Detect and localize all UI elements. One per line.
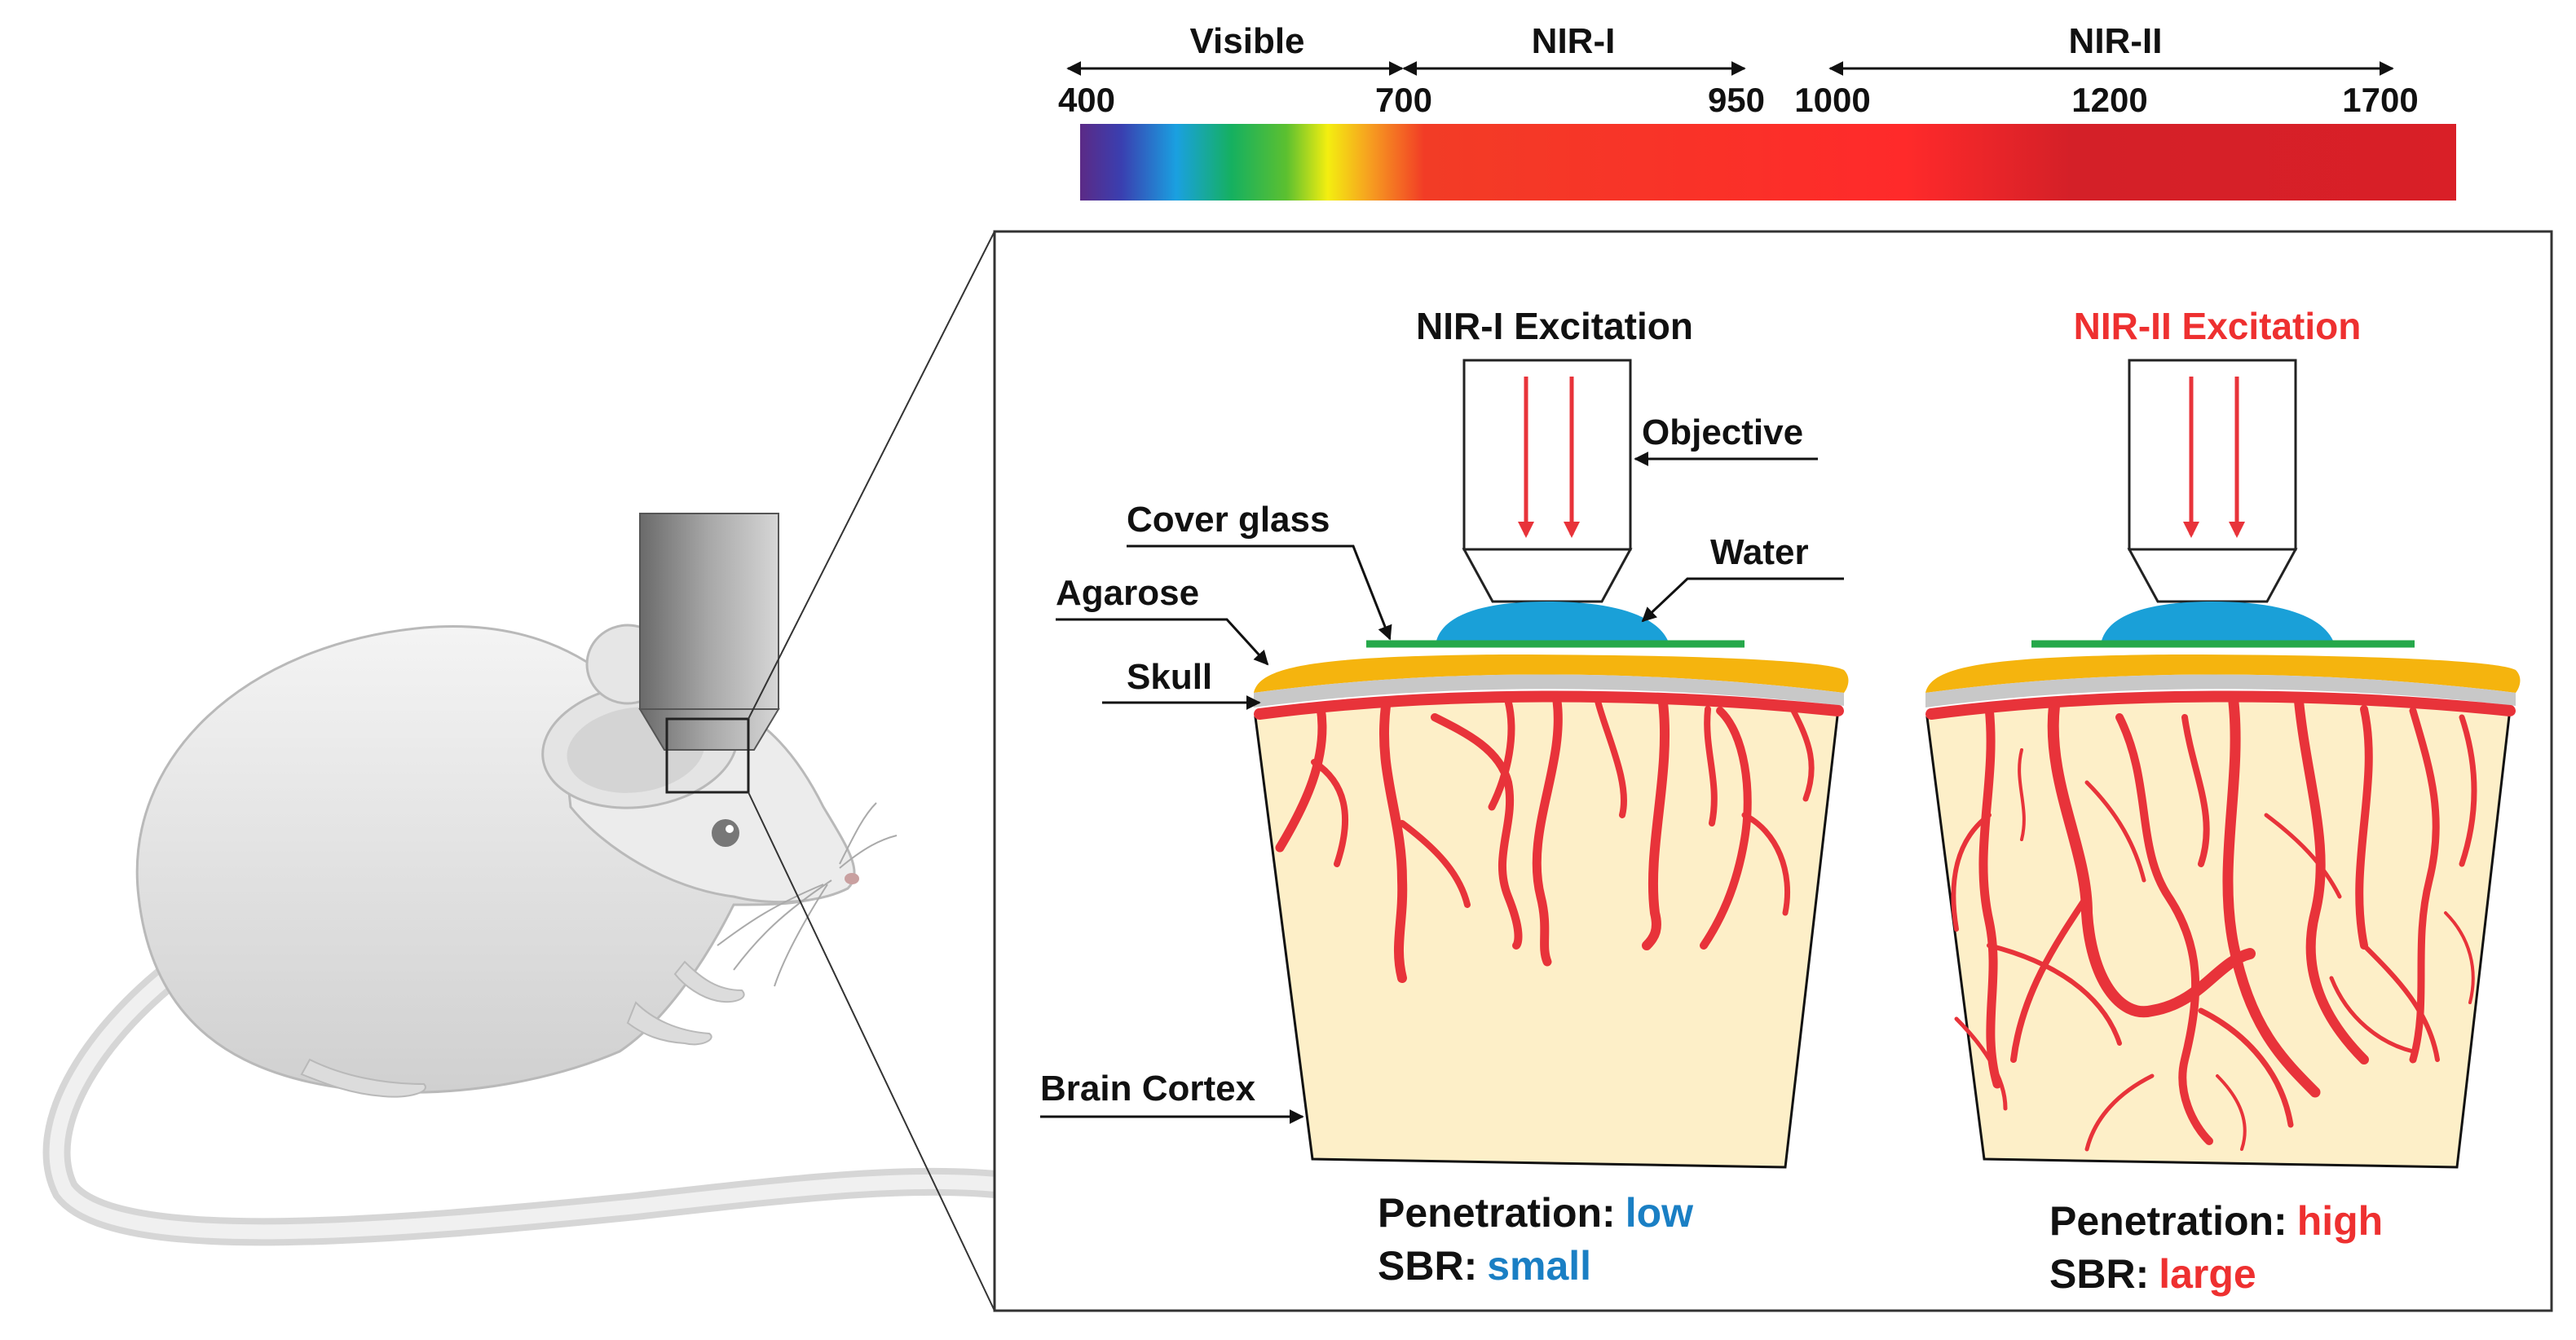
spectrum: Visible NIR-I NIR-II 400 700 950 1000 12… (1058, 21, 2456, 201)
svg-text:SBR:large: SBR:large (2049, 1251, 2256, 1297)
nir2-title: NIR-II Excitation (2074, 305, 2362, 347)
nir1-agarose (1254, 655, 1849, 693)
objective-barrel (639, 513, 779, 710)
nir2-objective (2128, 359, 2297, 551)
svg-text:SBR:small: SBR:small (1378, 1243, 1591, 1289)
callouts: Cover glass Agarose Skull Brain Cortex O… (1040, 412, 1844, 1124)
tick-label-700: 700 (1375, 81, 1432, 119)
nir1-panel: NIR-I Excitation (1254, 305, 1849, 1289)
band-label-nir1: NIR-I (1532, 21, 1616, 61)
svg-text:Penetration:high: Penetration:high (2049, 1198, 2383, 1244)
mouse-whiskers (717, 802, 898, 987)
nir1-penetration-value: low (1625, 1190, 1693, 1236)
label-water: Water (1710, 532, 1809, 572)
label-objective: Objective (1642, 412, 1803, 452)
nir2-agarose (1925, 655, 2521, 693)
nir2-penetration-value: high (2297, 1198, 2384, 1244)
mouse-illustration (42, 624, 1025, 1246)
nir1-water (1436, 602, 1668, 641)
nir2-skull (1925, 674, 2516, 707)
mouse-nose (845, 873, 859, 884)
label-skull: Skull (1127, 657, 1212, 697)
tick-label-1200: 1200 (2071, 81, 2147, 119)
objective-tip (638, 708, 780, 751)
tick-label-1000: 1000 (1794, 81, 1870, 119)
nir1-sbr-label: SBR: (1378, 1243, 1477, 1289)
nir1-objective (1462, 359, 1632, 551)
band-label-nir2: NIR-II (2069, 21, 2163, 61)
arrow-cover-glass (1127, 544, 1392, 641)
nir2-panel: NIR-II Excitation (1925, 305, 2521, 1297)
nir2-vessels (1925, 690, 2516, 1152)
tick-label-950: 950 (1708, 81, 1765, 119)
arrow-water (1641, 577, 1844, 623)
nir1-title: NIR-I Excitation (1416, 305, 1693, 347)
mouse-eye (712, 819, 739, 847)
mouse-objective (638, 513, 780, 794)
nir1-vessels (1254, 690, 1844, 983)
nir2-sbr-label: SBR: (2049, 1251, 2149, 1297)
nir2-sbr-value: large (2159, 1251, 2256, 1297)
mouse-front-foot-2 (673, 960, 745, 1003)
zoom-line-top (748, 231, 995, 720)
zoom-box (665, 717, 750, 794)
nir1-skull (1254, 674, 1844, 707)
nir1-penetration-label: Penetration: (1378, 1190, 1616, 1236)
mouse-front-foot (626, 1001, 712, 1046)
zoom-line-bottom (748, 791, 995, 1311)
tick-label-1700: 1700 (2342, 81, 2418, 119)
arrow-agarose (1056, 618, 1269, 666)
svg-text:Penetration:low: Penetration:low (1378, 1190, 1693, 1236)
band-label-visible: Visible (1189, 21, 1304, 61)
nir2-water (2102, 602, 2333, 641)
spectrum-bar (1080, 124, 2456, 201)
nir1-sbr-value: small (1487, 1243, 1591, 1289)
tick-label-400: 400 (1058, 81, 1115, 119)
label-agarose: Agarose (1056, 573, 1199, 613)
nir2-penetration-label: Penetration: (2049, 1198, 2287, 1244)
label-cover-glass: Cover glass (1127, 500, 1330, 540)
mouse-hind-foot (300, 1058, 426, 1098)
label-brain-cortex: Brain Cortex (1040, 1069, 1256, 1109)
